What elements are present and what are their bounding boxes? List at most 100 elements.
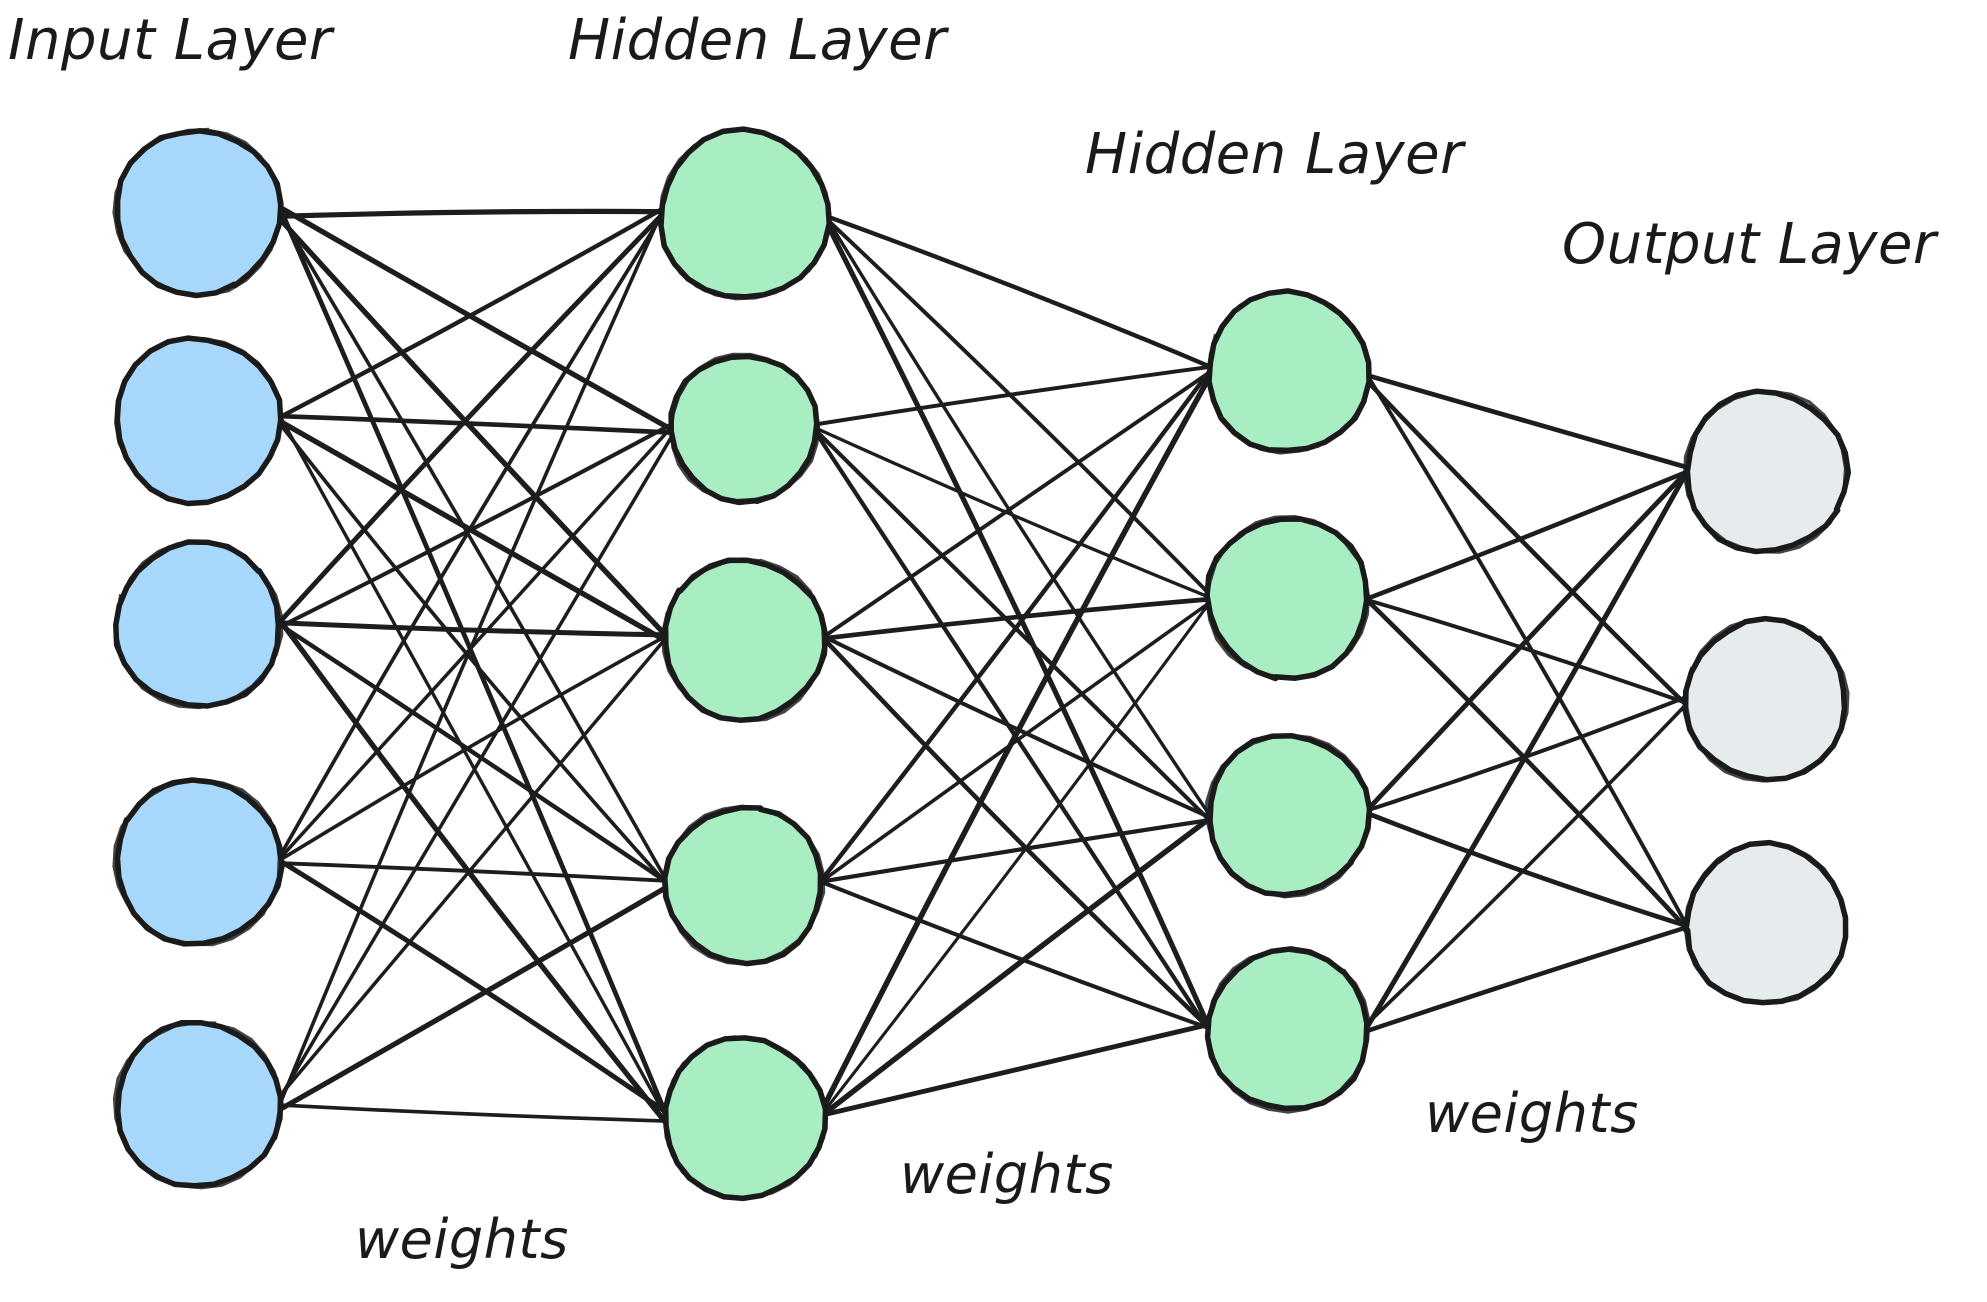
edge-hidden1-hidden2 xyxy=(819,818,1212,884)
node-outline-sketch xyxy=(115,540,284,710)
node-hidden2-4[interactable] xyxy=(1204,946,1371,1114)
node-input-1[interactable] xyxy=(112,127,284,299)
node-output-3[interactable] xyxy=(1683,839,1849,1006)
edge-hidden1-hidden2 xyxy=(820,601,1212,1116)
node-hidden1-3[interactable] xyxy=(661,557,829,723)
edge-input-hidden1 xyxy=(274,206,669,884)
edge-input-hidden1 xyxy=(276,214,668,638)
edge-hidden2-output xyxy=(1362,924,1690,1034)
edge-input-hidden1 xyxy=(277,213,662,1108)
layer-label-input-layer: Input Layer xyxy=(8,8,333,73)
edge-hidden1-hidden2 xyxy=(812,365,1211,427)
edge-hidden1-hidden2 xyxy=(818,371,1214,1116)
node-outline-sketch xyxy=(1205,514,1371,679)
weights-label-weights-1: weights xyxy=(355,1208,569,1271)
edge-input-hidden1 xyxy=(274,1102,669,1123)
layer-label-hidden-layer-2: Hidden Layer xyxy=(1085,122,1464,187)
edge-input-hidden1 xyxy=(274,420,677,631)
node-outline-sketch xyxy=(1682,389,1848,554)
edge-input-hidden1 xyxy=(275,210,667,627)
node-output-1[interactable] xyxy=(1682,388,1852,555)
edge-input-hidden1 xyxy=(275,635,669,1102)
node-body xyxy=(115,1020,284,1189)
edge-input-hidden1 xyxy=(275,883,671,1114)
node-outline-sketch xyxy=(664,804,826,966)
edge-hidden2-output xyxy=(1363,597,1692,707)
node-hidden1-1[interactable] xyxy=(658,126,833,301)
node-output-2[interactable] xyxy=(1682,615,1850,783)
node-outline-sketch xyxy=(1683,840,1848,1005)
node-hidden1-2[interactable] xyxy=(668,352,821,506)
weights-label-weights-3: weights xyxy=(1425,1082,1639,1145)
node-outline-sketch xyxy=(112,778,281,947)
edge-hidden2-output xyxy=(1364,468,1692,602)
edge-input-hidden1 xyxy=(275,413,676,436)
node-hidden1-4[interactable] xyxy=(661,804,826,967)
edge-hidden1-hidden2 xyxy=(813,426,1211,599)
edge-hidden2-output xyxy=(1361,372,1690,470)
node-outline-sketch xyxy=(661,557,826,723)
edge-hidden2-output xyxy=(1363,596,1690,932)
node-input-2[interactable] xyxy=(114,335,284,507)
edge-input-hidden1 xyxy=(273,856,670,1116)
edge-input-hidden1 xyxy=(277,214,664,860)
edge-input-hidden1 xyxy=(276,621,671,886)
edge-hidden2-output xyxy=(1365,468,1690,813)
node-outline-sketch xyxy=(1206,948,1371,1114)
edges-group xyxy=(273,204,1693,1126)
edge-hidden1-hidden2 xyxy=(819,1021,1214,1118)
edge-hidden1-hidden2 xyxy=(816,878,1214,1031)
node-body xyxy=(658,126,833,300)
layer-label-output-layer: Output Layer xyxy=(1562,212,1937,277)
node-outline-sketch xyxy=(1205,733,1371,899)
node-input-4[interactable] xyxy=(112,777,285,947)
node-hidden2-3[interactable] xyxy=(1205,732,1373,899)
edge-input-hidden1 xyxy=(277,430,676,1101)
edge-hidden1-hidden2 xyxy=(823,218,1214,1034)
edge-hidden2-output xyxy=(1364,694,1690,813)
edge-input-hidden1 xyxy=(276,208,663,421)
node-body xyxy=(662,557,829,723)
edge-hidden2-output xyxy=(1364,464,1693,1030)
edge-hidden2-output xyxy=(1361,375,1689,708)
edge-hidden1-hidden2 xyxy=(814,430,1212,1034)
edge-input-hidden1 xyxy=(276,620,669,638)
node-body xyxy=(668,353,820,506)
node-hidden2-2[interactable] xyxy=(1204,514,1371,682)
edge-input-hidden1 xyxy=(278,413,670,1122)
node-outline-sketch xyxy=(112,127,282,297)
edge-hidden1-hidden2 xyxy=(821,370,1212,639)
node-outline-sketch xyxy=(662,1035,829,1200)
node-outline-sketch xyxy=(658,128,832,301)
edge-hidden1-hidden2 xyxy=(823,215,1211,596)
node-input-5[interactable] xyxy=(112,1020,284,1190)
edge-hidden1-hidden2 xyxy=(823,213,1215,370)
node-outline-sketch xyxy=(669,352,821,503)
edge-hidden1-hidden2 xyxy=(821,816,1212,1117)
node-outline-sketch xyxy=(1207,290,1372,455)
edge-input-hidden1 xyxy=(276,425,673,863)
edge-hidden1-hidden2 xyxy=(821,596,1213,641)
edge-input-hidden1 xyxy=(277,204,669,1117)
edge-input-hidden1 xyxy=(275,861,671,883)
edge-input-hidden1 xyxy=(277,418,669,644)
node-hidden1-5[interactable] xyxy=(662,1035,829,1202)
node-body xyxy=(661,804,824,967)
edge-hidden2-output xyxy=(1361,809,1692,929)
node-outline-sketch xyxy=(1685,617,1850,783)
node-hidden2-1[interactable] xyxy=(1206,288,1372,455)
edge-hidden1-hidden2 xyxy=(818,633,1212,1031)
weights-label-weights-2: weights xyxy=(900,1143,1114,1206)
edge-input-hidden1 xyxy=(273,208,663,220)
node-input-3[interactable] xyxy=(113,539,284,710)
edge-hidden2-output xyxy=(1365,373,1690,929)
edge-input-hidden1 xyxy=(274,633,669,864)
edge-hidden1-hidden2 xyxy=(818,366,1214,884)
layer-label-hidden-layer-1: Hidden Layer xyxy=(568,8,947,73)
edge-input-hidden1 xyxy=(278,422,670,888)
edge-hidden2-output xyxy=(1364,699,1692,1027)
node-outline-sketch xyxy=(114,336,284,506)
edge-input-hidden1 xyxy=(277,204,674,432)
